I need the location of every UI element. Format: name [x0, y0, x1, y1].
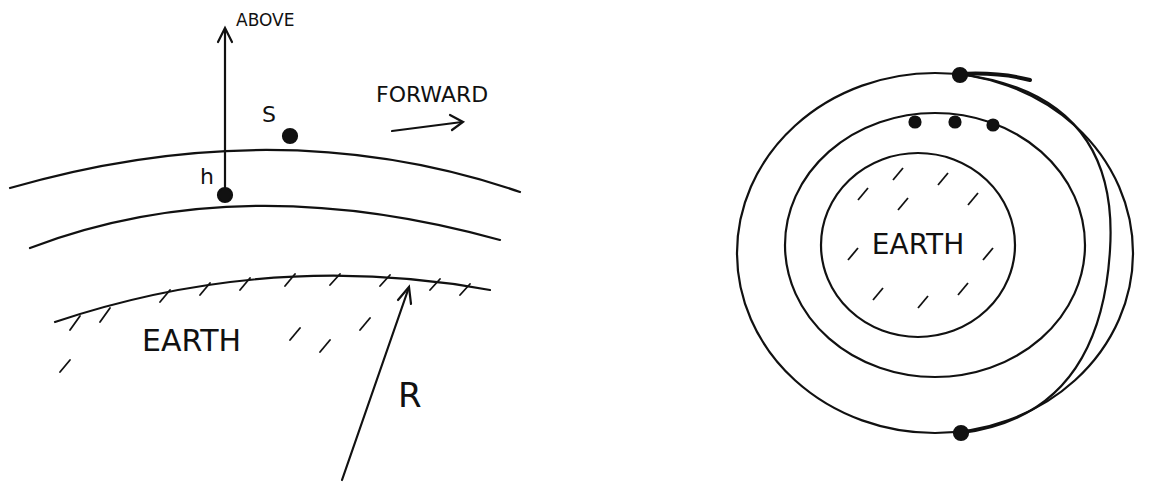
arrow-head [450, 115, 463, 130]
orbit-dot [950, 117, 961, 128]
direction-label: ABOVE [236, 12, 294, 29]
direction-label: FORWARD [376, 84, 488, 106]
orbit-dot [953, 68, 967, 82]
earth-surface [55, 276, 490, 322]
above-arrow [224, 30, 226, 195]
transfer-path [960, 74, 1111, 433]
outer-orbit [737, 73, 1133, 433]
earth-hatching [60, 274, 470, 372]
height-label: h [200, 166, 214, 188]
inner-orbit [785, 113, 1085, 377]
lower-orbit [30, 206, 500, 248]
body-label: EARTH [142, 326, 241, 356]
arrow-head [398, 287, 411, 304]
earth-circle: EARTH [818, 150, 1018, 340]
arrow-head [218, 28, 232, 42]
satellite-dot [283, 129, 297, 143]
orbit-dot [954, 426, 968, 440]
point-label: S [262, 104, 276, 126]
orbit-dot [988, 120, 999, 131]
thick-segment [960, 74, 1030, 80]
radius-label: R [398, 378, 422, 412]
upper-orbit [10, 150, 520, 192]
body-label: EARTH [872, 231, 964, 259]
orbit-dot [910, 117, 921, 128]
point-dot [218, 188, 232, 202]
